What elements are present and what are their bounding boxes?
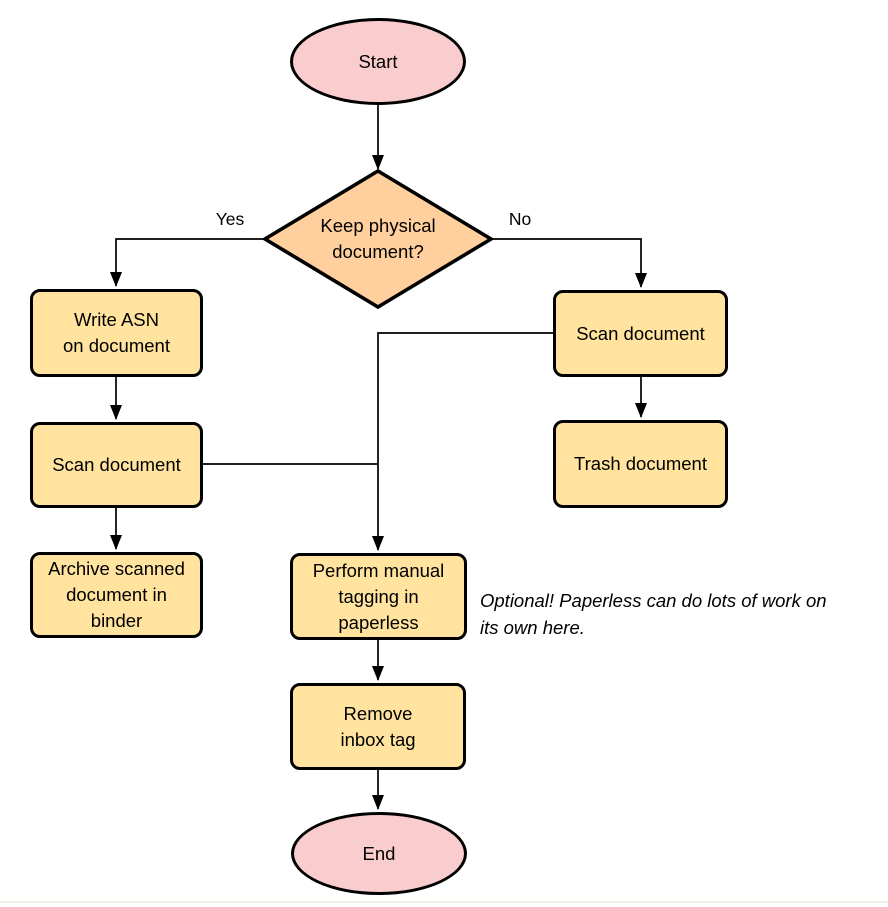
decision-diamond-shape — [261, 168, 495, 310]
edge-scan-right-to-tagging — [372, 332, 553, 551]
edge-label-yes: Yes — [204, 209, 256, 229]
node-scan-document-left-label: Scan document — [52, 454, 181, 475]
node-scan-document-right-label: Scan document — [576, 322, 705, 344]
node-decision: Keep physical document? — [266, 172, 490, 306]
node-scan-document-right: Scan document — [553, 290, 728, 377]
node-manual-tagging: Perform manual tagging in paperless — [290, 553, 467, 640]
node-manual-tagging-label: Perform manual tagging in paperless — [312, 559, 445, 633]
node-remove-inbox-tag: Remove inbox tag — [290, 683, 466, 770]
viewport-bottom-edge — [0, 901, 888, 903]
node-archive-document: Archive scanned document in binder — [30, 552, 203, 638]
edge-decision-to-write-asn — [110, 238, 265, 287]
node-trash-document: Trash document — [553, 420, 728, 508]
node-write-asn: Write ASN on document — [30, 289, 203, 377]
edge-decision-to-scan-right — [490, 238, 647, 288]
node-remove-inbox-tag-label: Remove inbox tag — [340, 702, 416, 750]
node-start-label: Start — [358, 50, 398, 72]
node-write-asn-label: Write ASN on document — [63, 309, 170, 356]
node-start: Start — [290, 18, 466, 105]
node-trash-document-label: Trash document — [574, 453, 707, 474]
node-scan-document-left: Scan document — [30, 422, 203, 508]
node-decision-label: Keep physical document? — [320, 215, 436, 262]
note-optional: Optional! Paperless can do lots of work … — [480, 590, 827, 638]
node-archive-document-label: Archive scanned document in binder — [48, 558, 185, 631]
node-end-label: End — [362, 842, 396, 864]
edge-label-no: No — [495, 209, 545, 229]
node-end: End — [291, 812, 467, 895]
